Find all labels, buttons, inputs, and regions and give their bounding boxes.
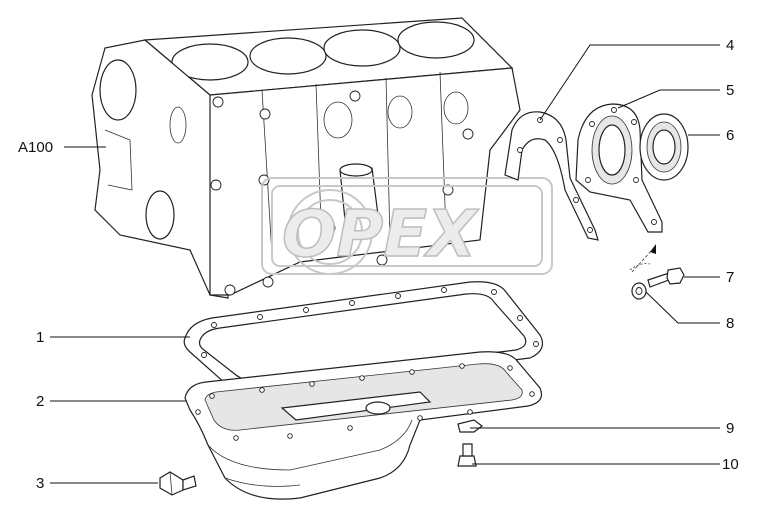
callout-9: 9 (726, 420, 734, 437)
pan-bolt-holes (195, 363, 535, 441)
leader-lines (50, 44, 720, 484)
watermark-text: OPEX (282, 198, 479, 272)
callout-8: 8 (726, 315, 734, 332)
assembly-arrow (629, 244, 656, 273)
bolt (647, 267, 685, 288)
callout-10: 10 (722, 456, 739, 473)
callout-labels: A100 1 2 3 4 5 6 7 8 9 10 (18, 37, 739, 492)
rear-seal-housing (575, 103, 663, 233)
pan-bolt (457, 443, 477, 467)
magnet-plug (457, 419, 483, 433)
callout-5: 5 (726, 82, 734, 99)
callout-2: 2 (36, 393, 44, 410)
drain-plug (159, 471, 197, 496)
crankshaft-seal (639, 113, 689, 181)
watermark-logo: OPEX (261, 177, 553, 275)
callout-7: 7 (726, 269, 734, 286)
callout-1: 1 (36, 329, 44, 346)
callout-a100: A100 (18, 139, 53, 156)
rear-seal-gasket (504, 111, 599, 241)
callout-6: 6 (726, 127, 734, 144)
oil-pan (184, 351, 543, 500)
callout-4: 4 (726, 37, 734, 54)
callout-3: 3 (36, 475, 44, 492)
washer (631, 282, 647, 300)
